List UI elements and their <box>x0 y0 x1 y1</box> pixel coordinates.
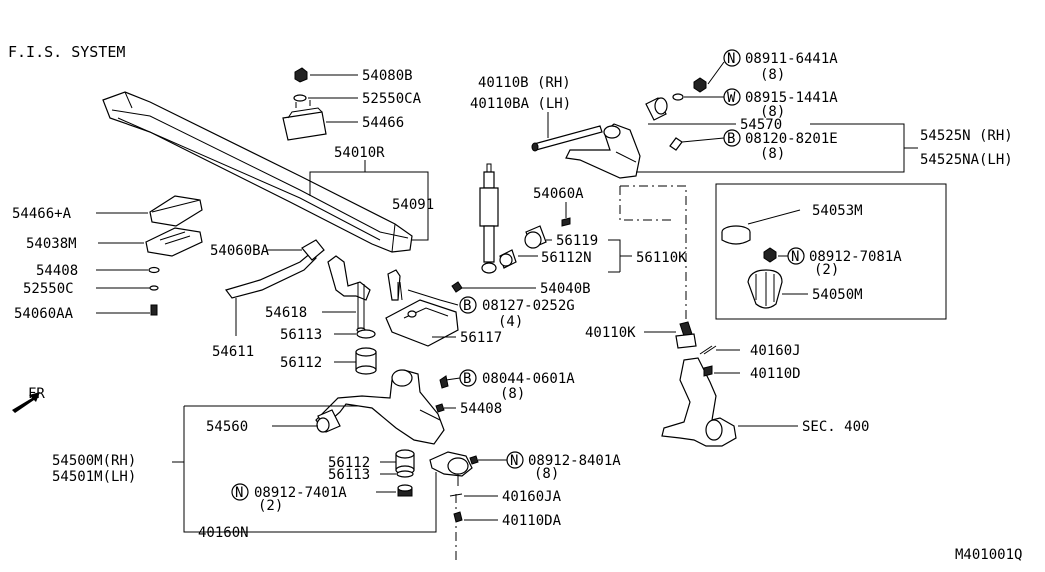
label-08912-7401A: 08912-7401A <box>254 485 347 501</box>
label-54466: 54466 <box>362 115 404 131</box>
label-52550CA: 52550CA <box>362 91 422 107</box>
label-54080B: 54080B <box>362 68 413 84</box>
label-56117: 56117 <box>460 330 502 346</box>
diagram-title: F.I.S. SYSTEM <box>8 43 125 61</box>
bushing-upper <box>355 329 377 375</box>
ball-joint <box>429 451 479 523</box>
left-parts <box>145 195 203 316</box>
label-40110DA: 40110DA <box>502 513 562 529</box>
label-40110K: 40110K <box>585 325 636 341</box>
label-08915-qty: (8) <box>760 104 785 120</box>
label-08912-8401A: 08912-8401A <box>528 453 621 469</box>
label-08912-7081A-qty: (2) <box>814 262 839 278</box>
label-56113-upper: 56113 <box>280 327 322 343</box>
nut-mark-N-08912-8401A: N <box>510 453 518 469</box>
label-54408-lower: 54408 <box>460 401 502 417</box>
label-54560: 54560 <box>206 419 248 435</box>
label-08912-7401A-qty: (2) <box>258 498 283 514</box>
label-40110BA: 40110BA (LH) <box>470 96 571 112</box>
label-40160JA: 40160JA <box>502 489 562 505</box>
label-54618: 54618 <box>265 305 307 321</box>
label-54060AA: 54060AA <box>14 306 74 322</box>
label-54050M: 54050M <box>812 287 863 303</box>
label-08120-qty: (8) <box>760 146 785 162</box>
bolt-40110B <box>531 125 603 152</box>
lower-control-arm <box>315 369 449 445</box>
nut-mark-N-08912-7401A: N <box>235 485 243 501</box>
label-54010R: 54010R <box>334 145 385 161</box>
label-08911: 08911-6441A <box>745 51 838 67</box>
upper-control-arm <box>565 77 707 179</box>
label-08911-qty: (8) <box>760 67 785 83</box>
label-08127-qty: (4) <box>498 314 523 330</box>
label-56113-lower: 56113 <box>328 467 370 483</box>
front-arrow-icon <box>12 392 40 413</box>
label-54501M: 54501M(LH) <box>52 469 136 485</box>
label-52550C: 52550C <box>23 281 74 297</box>
label-54525N: 54525N (RH) <box>920 128 1013 144</box>
label-08912-8401A-qty: (8) <box>534 466 559 482</box>
label-54466A: 54466+A <box>12 206 72 222</box>
label-08912-7081A: 08912-7081A <box>809 249 902 265</box>
label-40160N: 40160N <box>198 525 249 541</box>
label-54060A: 54060A <box>533 186 584 202</box>
diagram-id: M401001Q <box>955 547 1022 563</box>
label-54091: 54091 <box>392 197 434 213</box>
washer-mark-W-08915: W <box>727 90 736 106</box>
label-56112-upper: 56112 <box>280 355 322 371</box>
bushing-lower <box>395 449 415 497</box>
label-08915: 08915-1441A <box>745 90 838 106</box>
label-54570: 54570 <box>740 117 782 133</box>
bolt-mark-B-08120: B <box>727 131 735 147</box>
nut-mark-N-08911: N <box>727 51 735 67</box>
label-08044: 08044-0601A <box>482 371 575 387</box>
label-56112-lower: 56112 <box>328 455 370 471</box>
label-40110D: 40110D <box>750 366 801 382</box>
nut-mark-N-08912-7081A: N <box>791 249 799 265</box>
stabilizer-bar <box>225 239 401 336</box>
inset-box <box>715 183 947 320</box>
label-54408-left: 54408 <box>36 263 78 279</box>
leaf-spring <box>102 91 413 253</box>
label-08044-qty: (8) <box>500 386 525 402</box>
label-54053M: 54053M <box>812 203 863 219</box>
label-54500M: 54500M(RH) <box>52 453 136 469</box>
shock-absorber <box>479 163 499 274</box>
label-sec-400: SEC. 400 <box>802 419 869 435</box>
label-54525NA: 54525NA(LH) <box>920 152 1013 168</box>
label-40160J: 40160J <box>750 343 801 359</box>
front-label: FR <box>28 386 45 402</box>
label-54611: 54611 <box>212 344 254 360</box>
label-56119: 56119 <box>556 233 598 249</box>
bolt-mark-B-08127: B <box>463 298 471 314</box>
label-08120: 08120-8201E <box>745 131 838 147</box>
label-40110B: 40110B (RH) <box>478 75 571 91</box>
upper-bushings <box>499 225 547 269</box>
bump-stopper <box>721 225 783 309</box>
label-54060BA: 54060BA <box>210 243 270 259</box>
label-56110K: 56110K <box>636 250 687 266</box>
label-54040B: 54040B <box>540 281 591 297</box>
bumper-stack <box>282 67 327 141</box>
label-08127: 08127-0252G <box>482 298 575 314</box>
bolt-mark-B-08044: B <box>463 371 471 387</box>
bracket-56117 <box>385 281 459 347</box>
label-56112N: 56112N <box>541 250 592 266</box>
label-54038M: 54038M <box>26 236 77 252</box>
steering-knuckle <box>661 321 737 447</box>
